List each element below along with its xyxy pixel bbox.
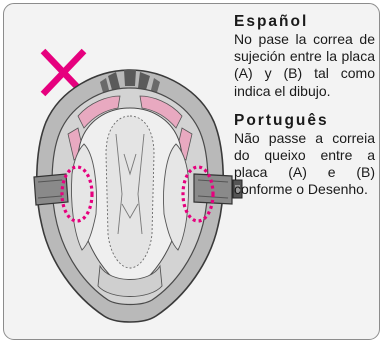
plate-b-highlight — [181, 165, 215, 223]
section-text-portuguese: Não passe a correia do queixo entre a pl… — [234, 129, 375, 198]
section-text-spanish: No pase la correa de sujeción entre la p… — [234, 31, 375, 99]
plate-a-highlight — [60, 165, 94, 223]
instruction-card: Español No pase la correa de sujeción en… — [3, 3, 380, 340]
section-portuguese: Português Não passe a correia do queixo … — [234, 111, 377, 199]
section-title-portuguese: Português — [234, 111, 329, 129]
helmet-illustration — [33, 48, 243, 323]
section-spanish: Español No pase la correa de sujeción en… — [234, 12, 377, 100]
section-title-spanish: Español — [234, 13, 309, 30]
text-column: Español No pase la correa de sujeción en… — [234, 12, 377, 199]
helmet-figure — [4, 4, 256, 339]
